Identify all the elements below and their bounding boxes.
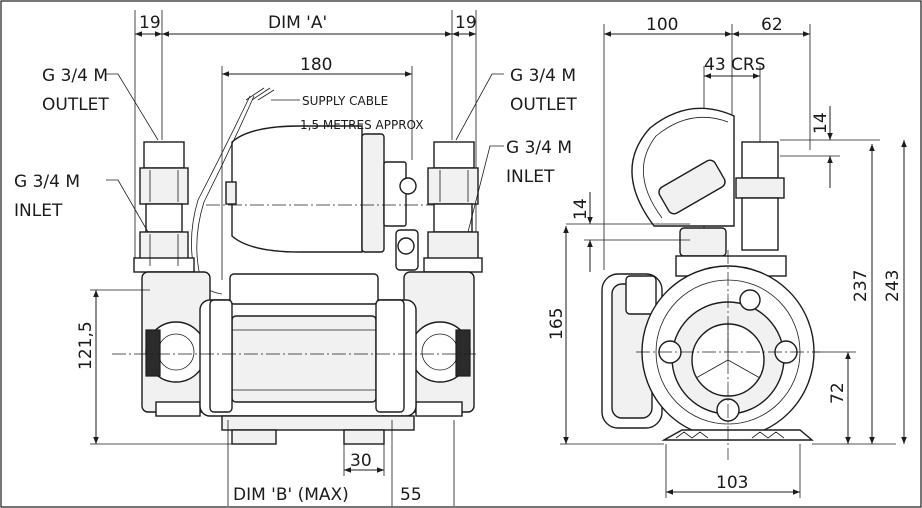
inlet-left-size: G 3/4 M: [14, 172, 80, 192]
dim-a: DIM 'A': [268, 13, 327, 33]
dimension-labels: 19 DIM 'A' 19 180 G 3/4 M OUTLET G 3/4 M…: [14, 13, 903, 505]
dim-180: 180: [300, 55, 332, 75]
dim-165: 165: [547, 308, 567, 340]
dim-30: 30: [350, 451, 372, 471]
outlet-right-size: G 3/4 M: [510, 66, 576, 86]
dim-43-crs: 43 CRS: [704, 55, 766, 75]
dim-121-5: 121,5: [76, 321, 96, 370]
dim-100: 100: [646, 15, 678, 35]
outlet-right-label: OUTLET: [510, 95, 577, 115]
outlet-left-size: G 3/4 M: [42, 66, 108, 86]
dim-14-top: 14: [811, 112, 831, 134]
outlet-left-label: OUTLET: [42, 95, 109, 115]
dim-62: 62: [761, 15, 783, 35]
dim-14-mid: 14: [571, 198, 591, 220]
dim-19-right: 19: [455, 13, 477, 33]
supply-cable-length: 1,5 METRES APPROX: [300, 118, 423, 132]
inlet-right-label: INLET: [506, 167, 555, 187]
side-view: [560, 24, 907, 498]
inlet-left-label: INLET: [14, 201, 63, 221]
dim-19-left: 19: [139, 13, 161, 33]
dim-103: 103: [716, 473, 748, 493]
dim-b-max: DIM 'B' (MAX): [233, 485, 349, 505]
dim-55: 55: [400, 485, 422, 505]
inlet-right-size: G 3/4 M: [506, 138, 572, 158]
dim-72: 72: [828, 382, 848, 404]
dim-243: 243: [883, 270, 903, 302]
dim-237: 237: [851, 270, 871, 302]
supply-cable-label: SUPPLY CABLE: [302, 94, 388, 108]
front-view: [90, 10, 504, 506]
